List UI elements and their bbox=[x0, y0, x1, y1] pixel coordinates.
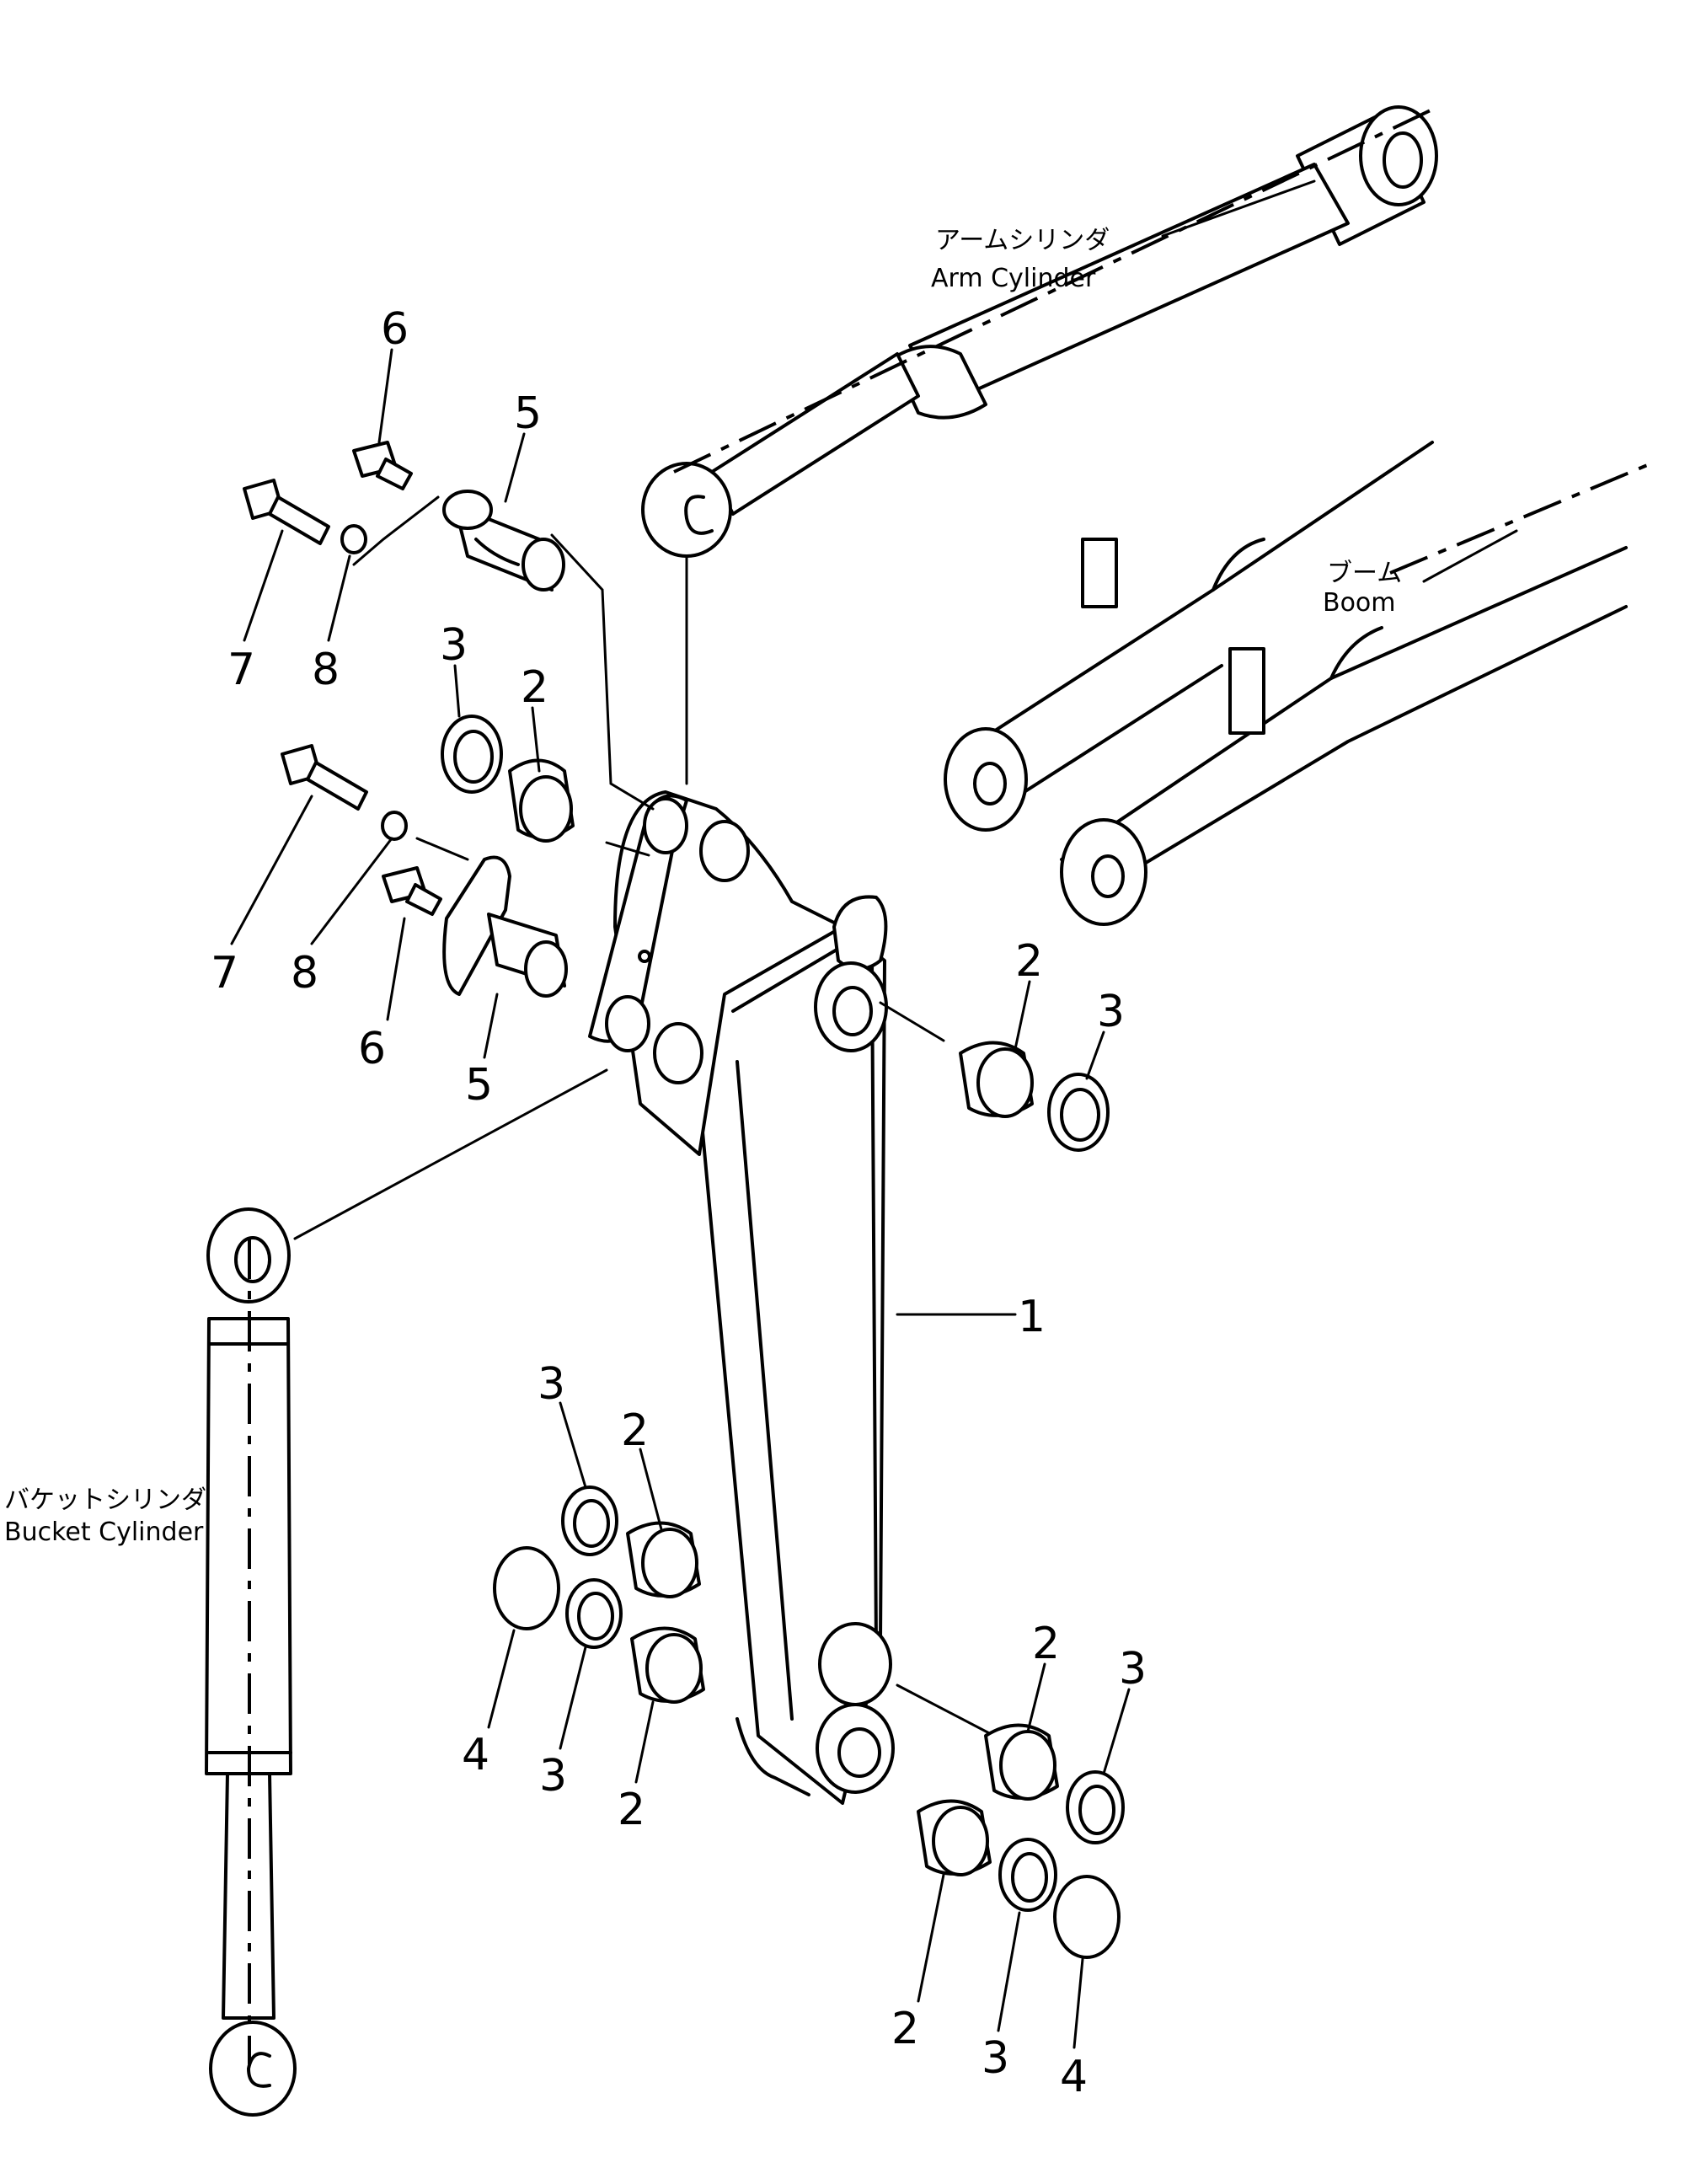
callout-2: 2 bbox=[621, 1405, 649, 1456]
callout-3: 3 bbox=[1119, 1644, 1147, 1694]
pin-mid bbox=[442, 855, 568, 998]
seal-lower-right-1 bbox=[1066, 1770, 1125, 1844]
callout-8: 8 bbox=[312, 645, 340, 695]
seal-lower-left-2 bbox=[565, 1578, 623, 1649]
leader-lines bbox=[230, 348, 1131, 2049]
pin-top bbox=[442, 490, 565, 592]
svg-text:ブーム: ブーム bbox=[1327, 559, 1402, 588]
callout-3: 3 bbox=[440, 620, 468, 671]
svg-text:アームシリンダ: アームシリンダ bbox=[935, 226, 1110, 255]
svg-text:バケットシリンダ: バケットシリンダ bbox=[4, 1485, 206, 1515]
arm-body bbox=[588, 790, 895, 1805]
seal-top bbox=[441, 715, 503, 794]
o-ring-lower-right bbox=[1053, 1875, 1121, 1959]
callout-7: 7 bbox=[227, 645, 255, 695]
connection-lines bbox=[293, 495, 996, 1737]
svg-text:Bucket Cylinder: Bucket Cylinder bbox=[4, 1518, 204, 1547]
washer-top bbox=[340, 524, 367, 554]
callout-2: 2 bbox=[1032, 1619, 1060, 1669]
callout-3: 3 bbox=[1097, 987, 1125, 1037]
callout-5: 5 bbox=[465, 1060, 493, 1111]
callout-3: 3 bbox=[982, 2033, 1009, 2084]
svg-text:Boom: Boom bbox=[1323, 588, 1396, 618]
callout-5: 5 bbox=[514, 388, 542, 439]
bucket-cylinder bbox=[205, 1207, 297, 2117]
arm-cylinder-label: アームシリンダ Arm Cylinder bbox=[931, 179, 1316, 293]
washer-mid bbox=[381, 811, 408, 841]
callout-8: 8 bbox=[291, 948, 318, 998]
bushing-lower-right-1 bbox=[984, 1723, 1059, 1801]
bolt-mid bbox=[281, 744, 368, 811]
bushing-upper-right bbox=[959, 1041, 1034, 1118]
grease-fitting-top bbox=[352, 441, 413, 490]
boom bbox=[944, 441, 1652, 926]
callout-4: 4 bbox=[462, 1730, 489, 1780]
callout-2: 2 bbox=[521, 662, 548, 713]
callout-2: 2 bbox=[1015, 936, 1043, 987]
callout-2: 2 bbox=[891, 2004, 919, 2054]
callout-6: 6 bbox=[381, 304, 409, 355]
boom-label: ブーム Boom bbox=[1323, 529, 1518, 618]
arm-cylinder bbox=[641, 105, 1438, 558]
bushing-top bbox=[508, 758, 575, 843]
o-ring-lower-left bbox=[493, 1546, 560, 1630]
bolt-top bbox=[243, 479, 330, 545]
bushing-lower-left-1 bbox=[626, 1521, 701, 1598]
callout-4: 4 bbox=[1060, 2052, 1088, 2102]
bushing-lower-right-2 bbox=[917, 1799, 992, 1876]
callout-1: 1 bbox=[1018, 1292, 1046, 1342]
seal-upper-right bbox=[1047, 1073, 1110, 1152]
callout-3: 3 bbox=[538, 1359, 565, 1410]
callout-7: 7 bbox=[211, 948, 238, 998]
callout-3: 3 bbox=[539, 1751, 567, 1801]
grease-fitting-mid bbox=[382, 866, 442, 916]
seal-lower-left-1 bbox=[561, 1485, 618, 1556]
bushing-lower-left-2 bbox=[630, 1626, 705, 1704]
bucket-cylinder-label: バケットシリンダ Bucket Cylinder bbox=[4, 1485, 206, 1547]
svg-text:Arm Cylinder: Arm Cylinder bbox=[931, 264, 1096, 293]
callout-6: 6 bbox=[358, 1024, 386, 1074]
seal-lower-right-2 bbox=[998, 1838, 1057, 1912]
part-number-callouts: 6 5 7 8 3 2 7 8 6 5 2 3 1 3 2 4 3 2 2 3 … bbox=[211, 304, 1147, 2102]
callout-2: 2 bbox=[618, 1785, 645, 1835]
